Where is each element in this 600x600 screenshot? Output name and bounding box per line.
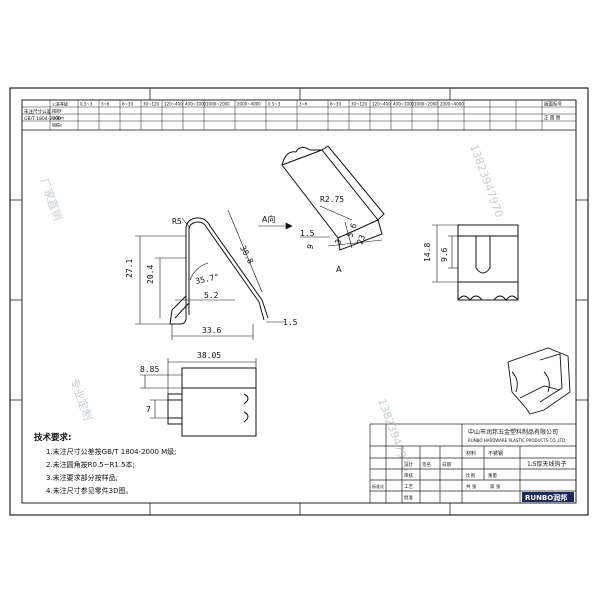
cell-standard: 标准化 — [372, 483, 384, 489]
header-cell-3: 6~30 — [122, 102, 133, 107]
material-label: 材料 — [466, 450, 476, 457]
header-cell-12: 30~120 — [351, 102, 368, 107]
zone-ticks — [10, 88, 588, 515]
header-cell-7: 1000~2000 — [206, 102, 230, 107]
header-cell-2: 3~6 — [101, 102, 110, 107]
header-cell-10: 3~6 — [299, 102, 308, 107]
header-cell-1: 0.5~3 — [80, 102, 93, 107]
view-a-label: A向 — [262, 214, 275, 224]
iso-view-dims — [258, 205, 383, 249]
dim-7: 7 — [146, 405, 151, 414]
dim-3: 3 — [333, 238, 343, 246]
tolerance-table: 未注尺寸公差 GB/T 1804-2000 公差等级 0.5~3 3~6 6~3… — [21, 99, 577, 131]
dim-38-8: 38.8 — [238, 244, 255, 265]
watermark-text-1: 厂家直销 — [37, 176, 65, 222]
watermark-phone-1: 13823947970 — [467, 143, 506, 220]
header-cell-16: 2000~4000 — [440, 102, 464, 107]
notes-title: 技术要求: — [34, 432, 71, 443]
dim-9: 9 — [305, 243, 315, 251]
row-label-0: 精密f — [52, 108, 62, 114]
dim-r5: R5 — [172, 217, 182, 226]
cell-weight: 重量 — [488, 472, 497, 479]
part-name: 1.5厚天线钩子 — [527, 460, 567, 468]
label-a: A — [336, 265, 342, 274]
dim-14-8: 14.8 — [423, 243, 432, 262]
dim-1-5a: 1.5 — [283, 318, 298, 327]
watermark-phone-2: 13823947970 — [375, 397, 414, 474]
cell-total-sheets: 共 张 — [466, 483, 477, 490]
dim-20-4: 20.4 — [146, 265, 155, 284]
company-en: RUNBO HARDWARE PLASTIC PRODUCTS CO.,LTD — [468, 438, 565, 443]
dim-27-1: 27.1 — [125, 259, 134, 278]
material-value: 不锈钢 — [488, 450, 503, 457]
note-3: 3.未注要求部分按样品; — [46, 473, 118, 482]
logo-box — [522, 492, 574, 502]
front-view-dims — [432, 224, 458, 283]
right-header: 版面标号 — [544, 101, 562, 108]
front-view — [457, 224, 519, 301]
cell-approve: 批准 — [404, 494, 413, 501]
cell-sheet-no: 第 张 — [490, 483, 501, 490]
dim-38-05: 38.05 — [197, 351, 221, 360]
company-cn: 中山市润邦五金塑料制品有限公司 — [468, 428, 558, 436]
outer-frame — [9, 87, 589, 516]
dim-angle: 35.7° — [195, 272, 220, 286]
header-cell-5: 120~400 — [164, 102, 183, 107]
header-cell-6: 400~1000 — [185, 102, 207, 107]
cell-review: 审核 — [404, 472, 413, 479]
logo: RUNBO润邦 — [525, 493, 567, 502]
top-view-dims — [140, 358, 257, 419]
row-label-1: 中等m — [52, 115, 64, 121]
cell-design: 设计 — [404, 461, 413, 468]
dim-9-6: 9.6 — [440, 247, 449, 262]
side-view-dims — [135, 209, 285, 340]
watermark-text-2: 专业定制 — [67, 376, 95, 422]
title-block — [369, 423, 577, 504]
header-cell-11: 6~30 — [330, 102, 341, 107]
clip-3d-illustration — [507, 347, 571, 415]
cell-date: 日期 — [442, 462, 451, 468]
side-view — [169, 217, 269, 325]
header-cell-8: 2000~4000 — [237, 102, 261, 107]
dim-33-6: 33.6 — [202, 326, 221, 335]
row-label-2: 粗糙c — [52, 122, 62, 128]
dim-8-85: 8.85 — [140, 365, 159, 374]
header-cell-9: 0.5~3 — [268, 102, 281, 107]
header-cell-15: 1000~2000 — [414, 102, 438, 107]
header-cell-0: 公差等级 — [52, 101, 68, 107]
cell-signature: 签名 — [422, 461, 431, 468]
dim-1-5b: 1.5 — [300, 229, 315, 238]
table-standard: GB/T 1804-2000 — [24, 116, 61, 122]
note-4: 4.未注尺寸参见零件3D图。 — [46, 486, 133, 495]
top-view — [167, 367, 257, 437]
table-title: 未注尺寸公差 — [24, 108, 51, 115]
note-2: 2.未注圆角按R0.5~R1.5本; — [46, 460, 135, 469]
header-cell-14: 400~1000 — [393, 102, 415, 107]
header-cell-4: 30~120 — [143, 102, 160, 107]
dim-r2-75: R2.75 — [320, 195, 344, 204]
iso-view — [281, 145, 385, 251]
dim-23: 23 — [355, 233, 367, 245]
cell-process: 工艺 — [404, 484, 413, 490]
note-1: 1.未注尺寸公差按GB/T 1804-2000 M级; — [46, 447, 177, 456]
right-cell: 正 面 图 — [544, 115, 561, 121]
cell-scale: 比例 — [466, 472, 475, 479]
dim-5-2: 5.2 — [204, 291, 219, 300]
header-cell-13: 120~400 — [372, 102, 391, 107]
